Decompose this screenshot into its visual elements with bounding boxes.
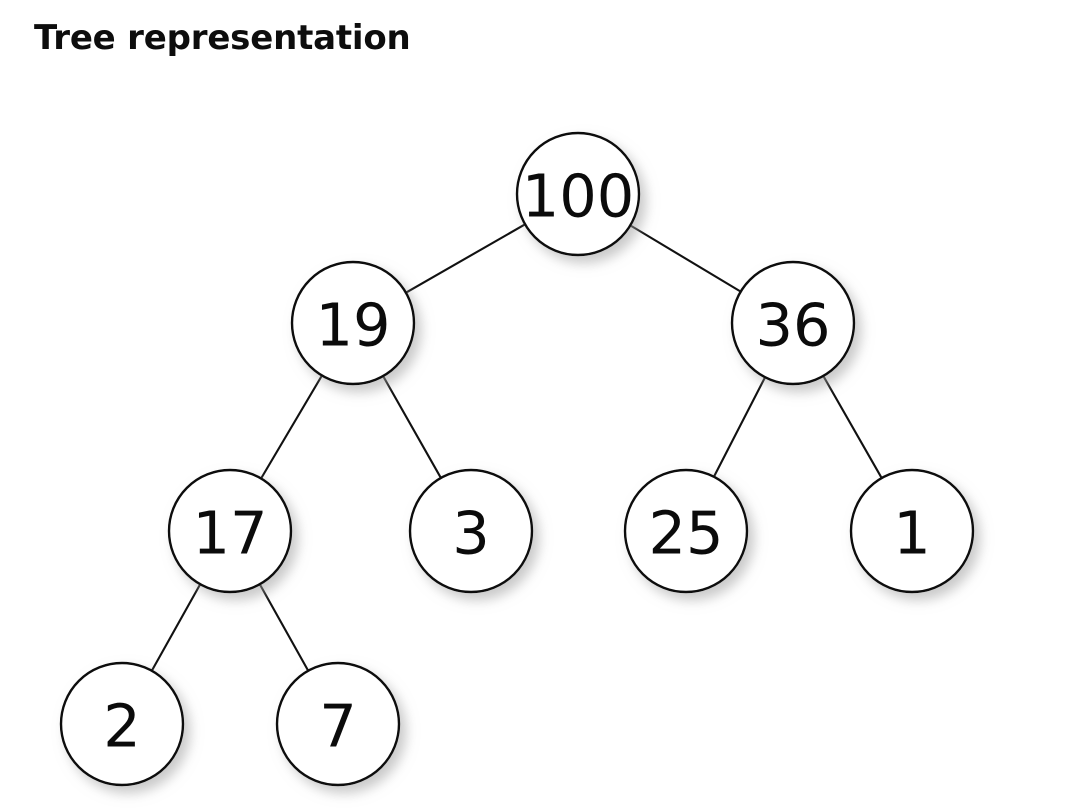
tree-node-label: 36 bbox=[755, 291, 830, 360]
tree-node[interactable]: 100 bbox=[515, 131, 641, 257]
tree-node-label: 7 bbox=[319, 692, 357, 761]
tree-node-circle[interactable] bbox=[515, 131, 641, 257]
tree-node-label: 100 bbox=[522, 162, 635, 231]
tree-edge bbox=[258, 582, 310, 673]
tree-node-circle[interactable] bbox=[59, 661, 185, 787]
tree-node[interactable]: 7 bbox=[275, 661, 401, 787]
tree-node-label: 1 bbox=[893, 499, 931, 568]
tree-edge bbox=[150, 582, 202, 673]
tree-node-label: 3 bbox=[452, 499, 490, 568]
tree-node[interactable]: 25 bbox=[623, 468, 749, 594]
tree-node[interactable]: 19 bbox=[290, 260, 416, 386]
tree-node[interactable]: 17 bbox=[167, 468, 293, 594]
tree-node[interactable]: 2 bbox=[59, 661, 185, 787]
tree-node-circle[interactable] bbox=[408, 468, 534, 594]
tree-edge bbox=[628, 223, 743, 294]
tree-node-circle[interactable] bbox=[167, 468, 293, 594]
tree-node-layer: 100 19 36 17 3 25 1 2 7 bbox=[59, 131, 975, 787]
tree-node-circle[interactable] bbox=[623, 468, 749, 594]
tree-edge bbox=[403, 222, 528, 295]
tree-edge-layer bbox=[150, 222, 884, 673]
tree-node-circle[interactable] bbox=[730, 260, 856, 386]
tree-node-label: 19 bbox=[315, 291, 390, 360]
tree-node-label: 2 bbox=[103, 692, 141, 761]
tree-node[interactable]: 1 bbox=[849, 468, 975, 594]
tree-node-label: 25 bbox=[648, 499, 723, 568]
tree-node-circle[interactable] bbox=[275, 661, 401, 787]
tree-edge bbox=[259, 373, 324, 481]
tree-node[interactable]: 36 bbox=[730, 260, 856, 386]
tree-node-circle[interactable] bbox=[849, 468, 975, 594]
tree-edge bbox=[381, 374, 443, 480]
tree-edge bbox=[821, 374, 884, 480]
tree-node[interactable]: 3 bbox=[408, 468, 534, 594]
page-title: Tree representation bbox=[34, 18, 411, 58]
tree-edge bbox=[712, 375, 767, 479]
tree-node-circle[interactable] bbox=[290, 260, 416, 386]
tree-node-label: 17 bbox=[192, 499, 267, 568]
